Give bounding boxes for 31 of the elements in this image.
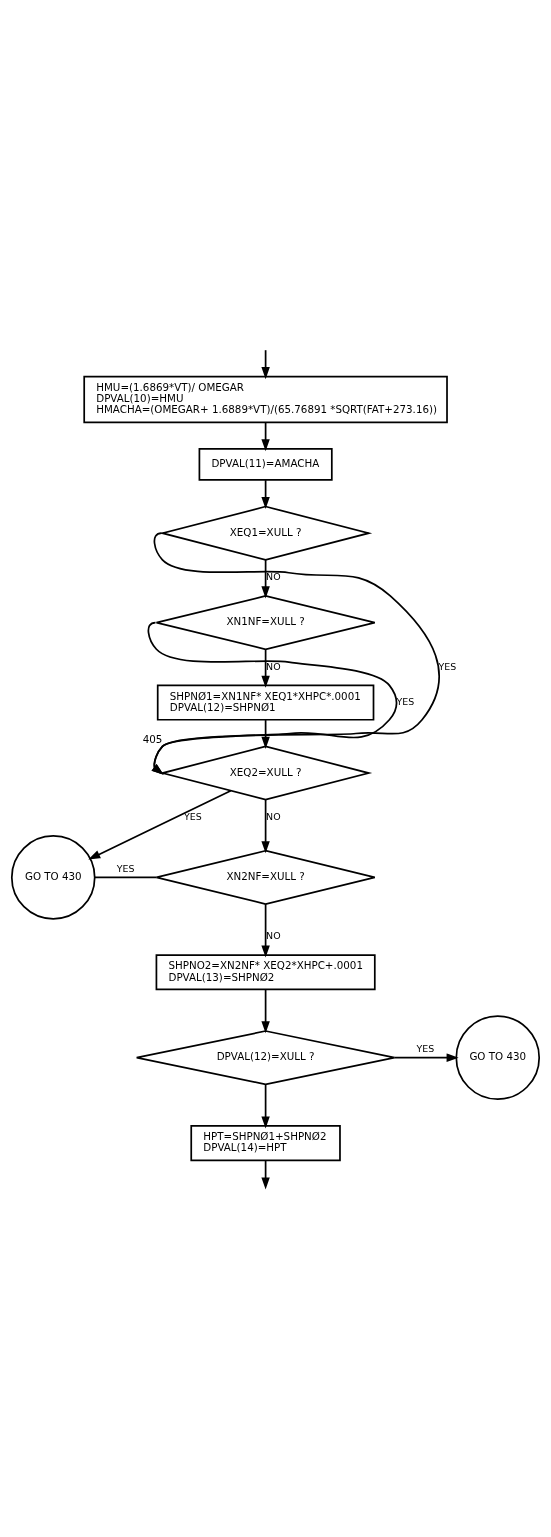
edge-label: YES bbox=[184, 811, 202, 823]
node-box: SHPNO2=XN2NF* XEQ2*XHPC+.0001 DPVAL(13)=SHPNØ2 bbox=[155, 954, 376, 991]
arrow bbox=[261, 798, 270, 854]
arrow bbox=[88, 789, 232, 860]
edge-label: NO bbox=[266, 660, 281, 672]
node-diamond: XN2NF=XULL ? bbox=[155, 849, 376, 905]
node-box: DPVAL(11)=AMACHA bbox=[198, 448, 333, 481]
arrow bbox=[261, 988, 270, 1034]
edge-label: NO bbox=[266, 811, 281, 823]
node-diamond: DPVAL(12)=XULL ? bbox=[135, 1030, 396, 1086]
node-box: HMU=(1.6869*VT)/ OMEGAR DPVAL(10)=HMU HMACHA=(OMEGAR+ 1.6889*VT)/(65.76891 *SQRT(FAT+273.16)) bbox=[83, 375, 448, 424]
arrow bbox=[261, 1083, 270, 1129]
arrow bbox=[147, 621, 398, 775]
edge-label: NO bbox=[266, 930, 281, 942]
node-diamond: XEQ1=XULL ? bbox=[159, 505, 373, 561]
connector bbox=[94, 876, 158, 879]
node-circle: GO TO 430 bbox=[10, 835, 96, 920]
node-circle: GO TO 430 bbox=[455, 1015, 541, 1100]
node-diamond: XN1NF=XULL ? bbox=[155, 595, 376, 651]
arrow bbox=[261, 903, 270, 958]
node-label: 405 bbox=[142, 733, 163, 746]
arrow bbox=[393, 1053, 459, 1062]
node-diamond: XEQ2=XULL ? bbox=[159, 745, 373, 801]
edge-label: YES bbox=[416, 1043, 435, 1055]
node-box: SHPNØ1=XN1NF* XEQ1*XHPC*.0001 DPVAL(12)=SHPNØ1 bbox=[156, 684, 375, 721]
arrow bbox=[261, 648, 270, 688]
edge-label: NO bbox=[266, 571, 281, 583]
arrow bbox=[261, 559, 270, 599]
node-box: HPT=SHPNØ1+SHPNØ2 DPVAL(14)=HPT bbox=[190, 1125, 341, 1162]
arrow bbox=[151, 532, 441, 775]
edge-label: YES bbox=[116, 863, 135, 875]
